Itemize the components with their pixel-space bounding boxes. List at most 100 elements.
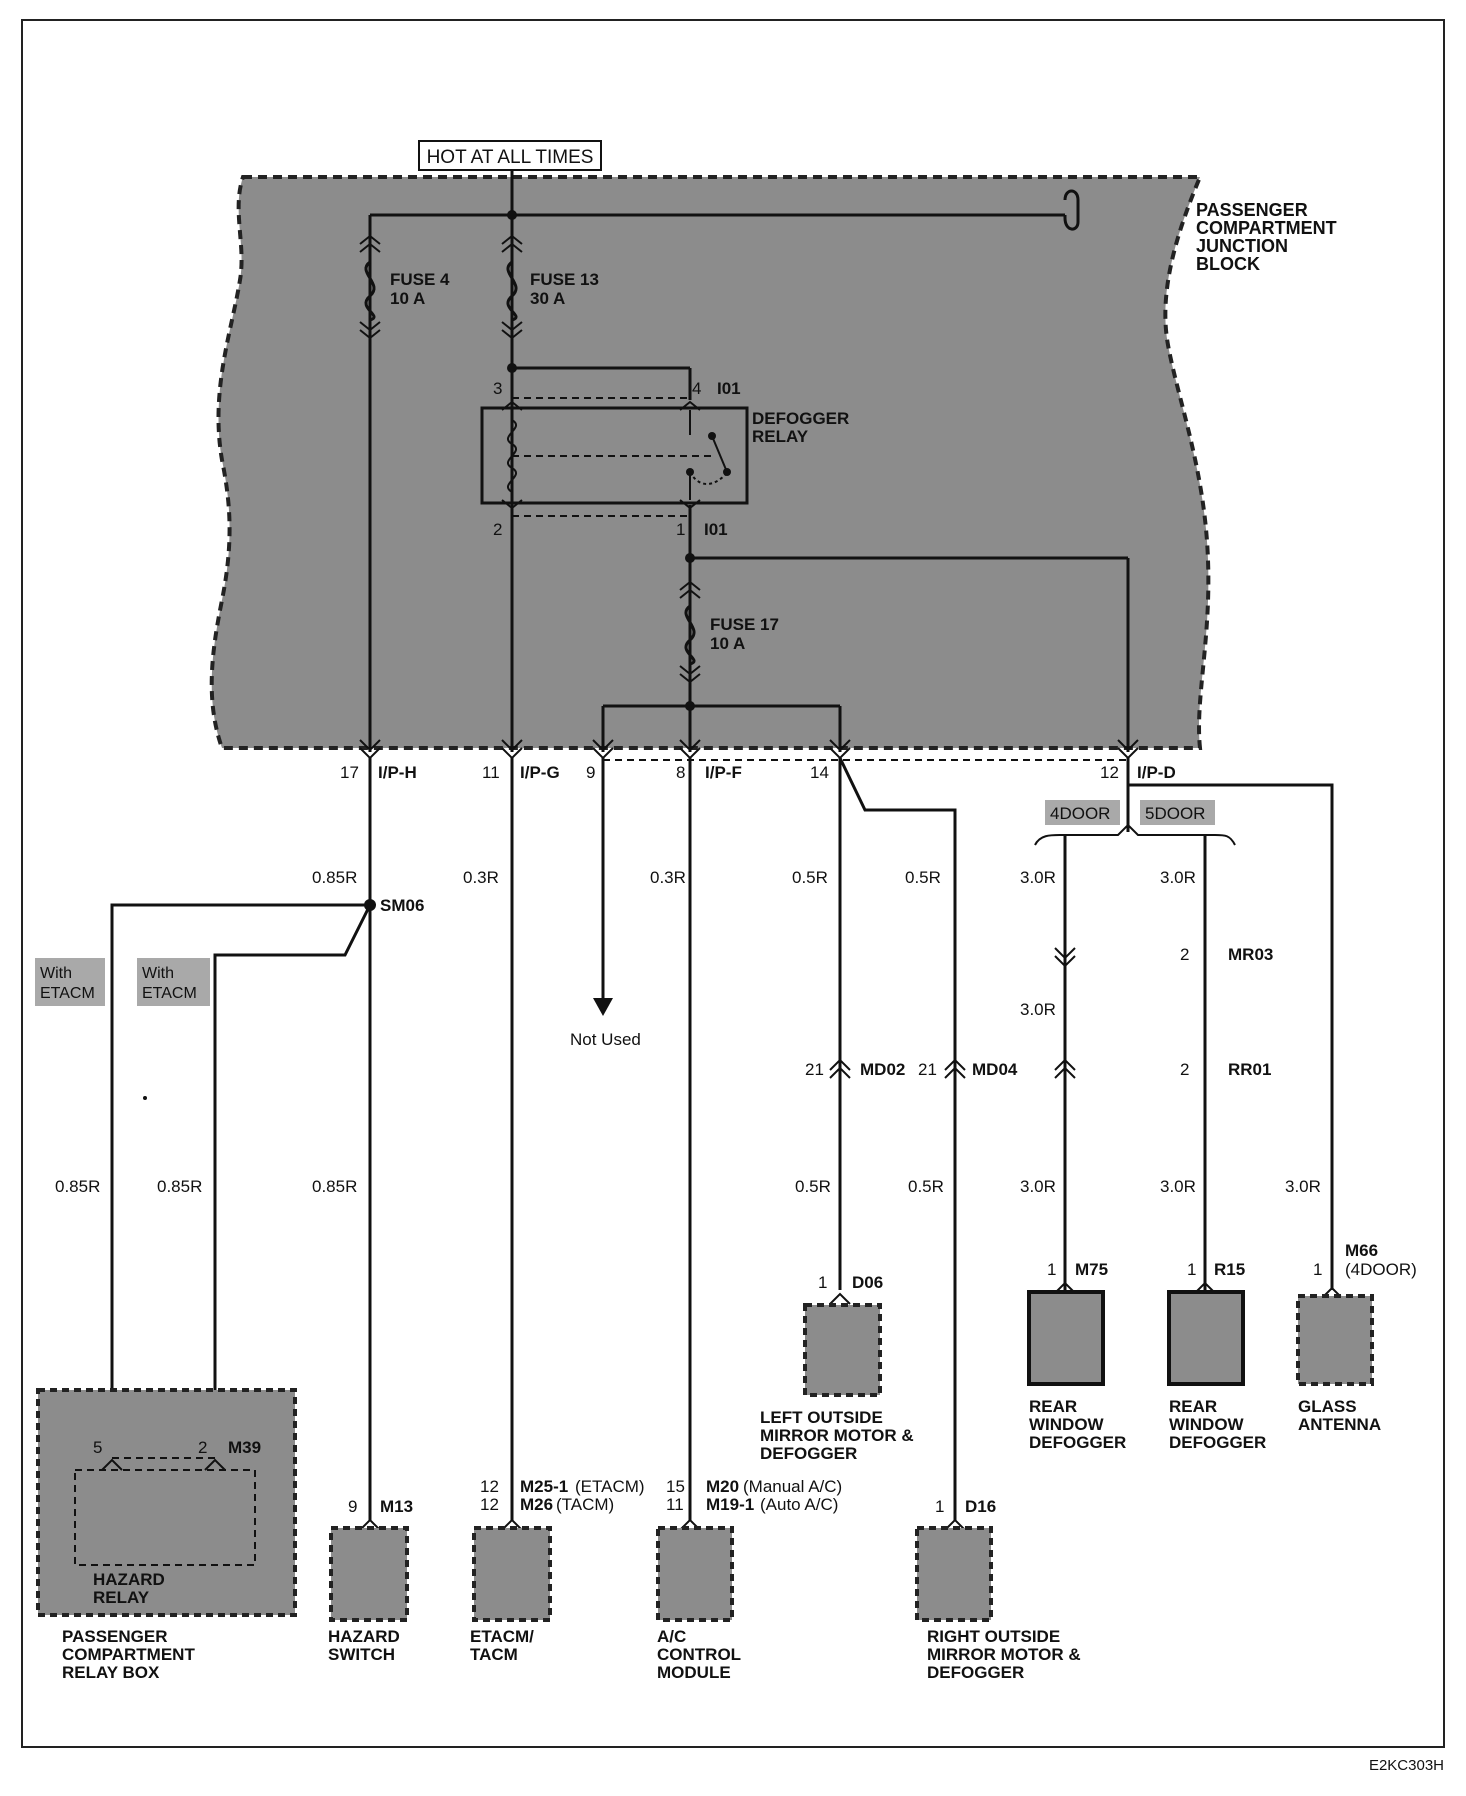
relay-conn-top: I01: [717, 379, 741, 398]
tag-with-etacm-1a: With: [40, 965, 72, 982]
svg-text:WINDOW: WINDOW: [1029, 1415, 1105, 1434]
svg-text:PASSENGER: PASSENGER: [1196, 200, 1308, 220]
wire-085-c: 0.85R: [157, 1177, 202, 1196]
conn-ipd: I/P-D: [1137, 763, 1176, 782]
ac-module-label: A/C CONTROL MODULE: [657, 1627, 741, 1682]
tag-4door: 4DOOR: [1050, 804, 1110, 823]
svg-text:GLASS: GLASS: [1298, 1397, 1357, 1416]
fuse13-name: FUSE 13: [530, 270, 599, 289]
svg-text:JUNCTION: JUNCTION: [1196, 236, 1288, 256]
hot-label-box: [418, 140, 602, 171]
svg-text:LEFT OUTSIDE: LEFT OUTSIDE: [760, 1408, 883, 1427]
right-mirror-conn: D16: [965, 1497, 996, 1516]
etacm-conn-b: M26: [520, 1495, 553, 1514]
svg-text:RELAY BOX: RELAY BOX: [62, 1663, 160, 1682]
rear-def-4-component: [1027, 1290, 1105, 1386]
wire-30-c: 3.0R: [1020, 1000, 1056, 1019]
hazard-switch-conn: M13: [380, 1497, 413, 1516]
conn-ipg: I/P-G: [520, 763, 560, 782]
md04-pin: 21: [918, 1060, 937, 1079]
svg-text:SWITCH: SWITCH: [328, 1645, 395, 1664]
hazard-relay-2: RELAY: [93, 1588, 150, 1607]
svg-text:A/C: A/C: [657, 1627, 686, 1646]
tag-with-etacm-2b: ETACM: [142, 985, 197, 1002]
rear-def-4-pin: 1: [1047, 1260, 1056, 1279]
rear-def-5-pin: 1: [1187, 1260, 1196, 1279]
right-mirror-component: [915, 1526, 993, 1622]
svg-text:ETACM/: ETACM/: [470, 1627, 534, 1646]
svg-text:REAR: REAR: [1029, 1397, 1077, 1416]
wire-05-a: 0.5R: [792, 868, 828, 887]
fuse17-rating: 10 A: [710, 634, 745, 653]
tag-5door: 5DOOR: [1145, 804, 1205, 823]
svg-text:MIRROR MOTOR &: MIRROR MOTOR &: [760, 1426, 914, 1445]
fuse4-rating: 10 A: [390, 289, 425, 308]
page-frame: [21, 19, 1445, 1748]
pin-11: 11: [482, 763, 500, 782]
svg-text:DEFOGGER: DEFOGGER: [760, 1444, 857, 1463]
svg-text:WINDOW: WINDOW: [1169, 1415, 1245, 1434]
hazard-switch-label: HAZARD SWITCH: [328, 1627, 400, 1664]
ac-module-component: [656, 1526, 734, 1622]
glass-antenna-pin: 1: [1313, 1260, 1322, 1279]
pin-9: 9: [586, 763, 595, 782]
tag-with-etacm-2a: With: [142, 965, 174, 982]
etacm-component: [472, 1526, 552, 1622]
wire-30-e: 3.0R: [1160, 1177, 1196, 1196]
etacm-pin-b: 12: [480, 1495, 499, 1514]
mr03-name: MR03: [1228, 945, 1273, 964]
rear-def-5-conn: R15: [1214, 1260, 1245, 1279]
wire-085-d: 0.85R: [312, 1177, 357, 1196]
conn-iph: I/P-H: [378, 763, 417, 782]
defogger-relay: [480, 406, 749, 505]
md02-name: MD02: [860, 1060, 905, 1079]
right-mirror-label: RIGHT OUTSIDE MIRROR MOTOR & DEFOGGER: [927, 1627, 1081, 1682]
glass-antenna-label: GLASS ANTENNA: [1298, 1397, 1381, 1434]
svg-text:MIRROR MOTOR &: MIRROR MOTOR &: [927, 1645, 1081, 1664]
rear-def-5-label: REAR WINDOW DEFOGGER: [1169, 1397, 1266, 1452]
ac-pin-a: 15: [666, 1477, 685, 1496]
relay-pin2: 2: [493, 520, 502, 539]
ac-note-a: (Manual A/C): [743, 1477, 842, 1496]
rear-def-5-component: [1167, 1290, 1245, 1386]
svg-text:TACM: TACM: [470, 1645, 518, 1664]
wire-05-d: 0.5R: [908, 1177, 944, 1196]
pin-12: 12: [1100, 763, 1119, 782]
wire-03-b: 0.3R: [650, 868, 686, 887]
wire-085-b: 0.85R: [55, 1177, 100, 1196]
svg-text:CONTROL: CONTROL: [657, 1645, 741, 1664]
relay-box-conn: M39: [228, 1438, 261, 1457]
rr01-name: RR01: [1228, 1060, 1271, 1079]
wire-30-f: 3.0R: [1285, 1177, 1321, 1196]
wire-30-b: 3.0R: [1160, 868, 1196, 887]
ac-note-b: (Auto A/C): [760, 1495, 838, 1514]
glass-antenna-note: (4DOOR): [1345, 1260, 1417, 1279]
svg-text:DEFOGGER: DEFOGGER: [927, 1663, 1024, 1682]
relay-box-pin5: 5: [93, 1438, 102, 1457]
relay-conn-bottom: I01: [704, 520, 728, 539]
svg-text:MODULE: MODULE: [657, 1663, 731, 1682]
left-mirror-pin: 1: [818, 1273, 827, 1292]
pin-8: 8: [676, 763, 685, 782]
right-mirror-pin: 1: [935, 1497, 944, 1516]
svg-text:ANTENNA: ANTENNA: [1298, 1415, 1381, 1434]
rr01-pin: 2: [1180, 1060, 1189, 1079]
wire-03-a: 0.3R: [463, 868, 499, 887]
glass-antenna-component: [1296, 1294, 1374, 1386]
left-mirror-conn: D06: [852, 1273, 883, 1292]
hazard-relay-1: HAZARD: [93, 1570, 165, 1589]
fuse17-name: FUSE 17: [710, 615, 779, 634]
wire-05-c: 0.5R: [795, 1177, 831, 1196]
ac-pin-b: 11: [666, 1495, 684, 1514]
etacm-pin-a: 12: [480, 1477, 499, 1496]
svg-text:COMPARTMENT: COMPARTMENT: [62, 1645, 195, 1664]
mr03-pin: 2: [1180, 945, 1189, 964]
wire-05-b: 0.5R: [905, 868, 941, 887]
rear-def-4-conn: M75: [1075, 1260, 1108, 1279]
svg-text:RIGHT OUTSIDE: RIGHT OUTSIDE: [927, 1627, 1060, 1646]
svg-text:PASSENGER: PASSENGER: [62, 1627, 168, 1646]
svg-text:COMPARTMENT: COMPARTMENT: [1196, 218, 1337, 238]
wire-085-a: 0.85R: [312, 868, 357, 887]
junction-block: [209, 175, 1211, 750]
